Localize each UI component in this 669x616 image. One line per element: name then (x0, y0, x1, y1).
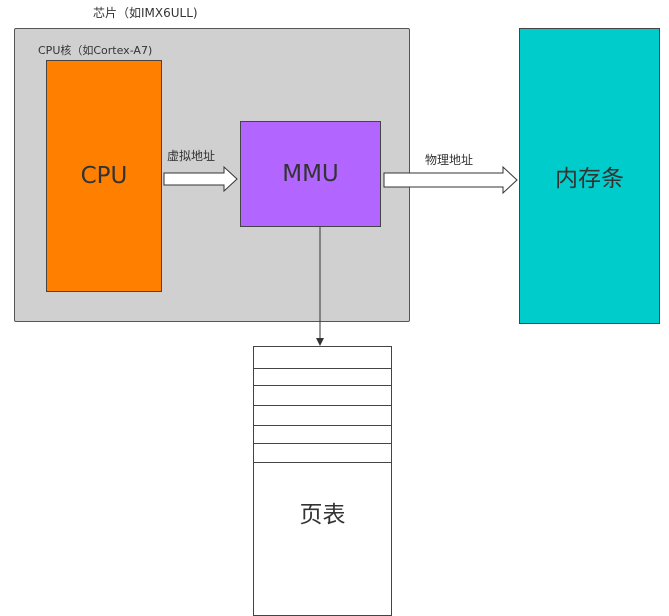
page-table-entry-divider (254, 405, 391, 406)
page-table-entry-divider (254, 462, 391, 463)
memory-node: 内存条 (519, 28, 660, 324)
arrow-mmu-to-memory (383, 165, 518, 195)
page-table-entry-divider (254, 368, 391, 369)
mmu-node: MMU (240, 121, 381, 227)
page-table-label: 页表 (299, 502, 346, 528)
page-table-node (253, 346, 392, 616)
page-table-entry-divider (254, 385, 391, 386)
arrow-mmu-to-page-table-head (316, 338, 324, 346)
page-table-entry-divider (254, 443, 391, 444)
cpu-core-label: CPU核（如Cortex-A7) (38, 44, 153, 57)
mmu-node-label: MMU (282, 161, 339, 187)
chip-label: 芯片（如IMX6ULL) (93, 6, 198, 20)
page-table-entry-divider (254, 425, 391, 426)
virtual-address-label: 虚拟地址 (167, 149, 216, 163)
cpu-node-label: CPU (80, 163, 128, 189)
physical-address-label: 物理地址 (425, 153, 474, 167)
memory-node-label: 内存条 (555, 166, 624, 192)
arrow-cpu-to-mmu (163, 165, 238, 193)
cpu-node: CPU (46, 60, 162, 292)
